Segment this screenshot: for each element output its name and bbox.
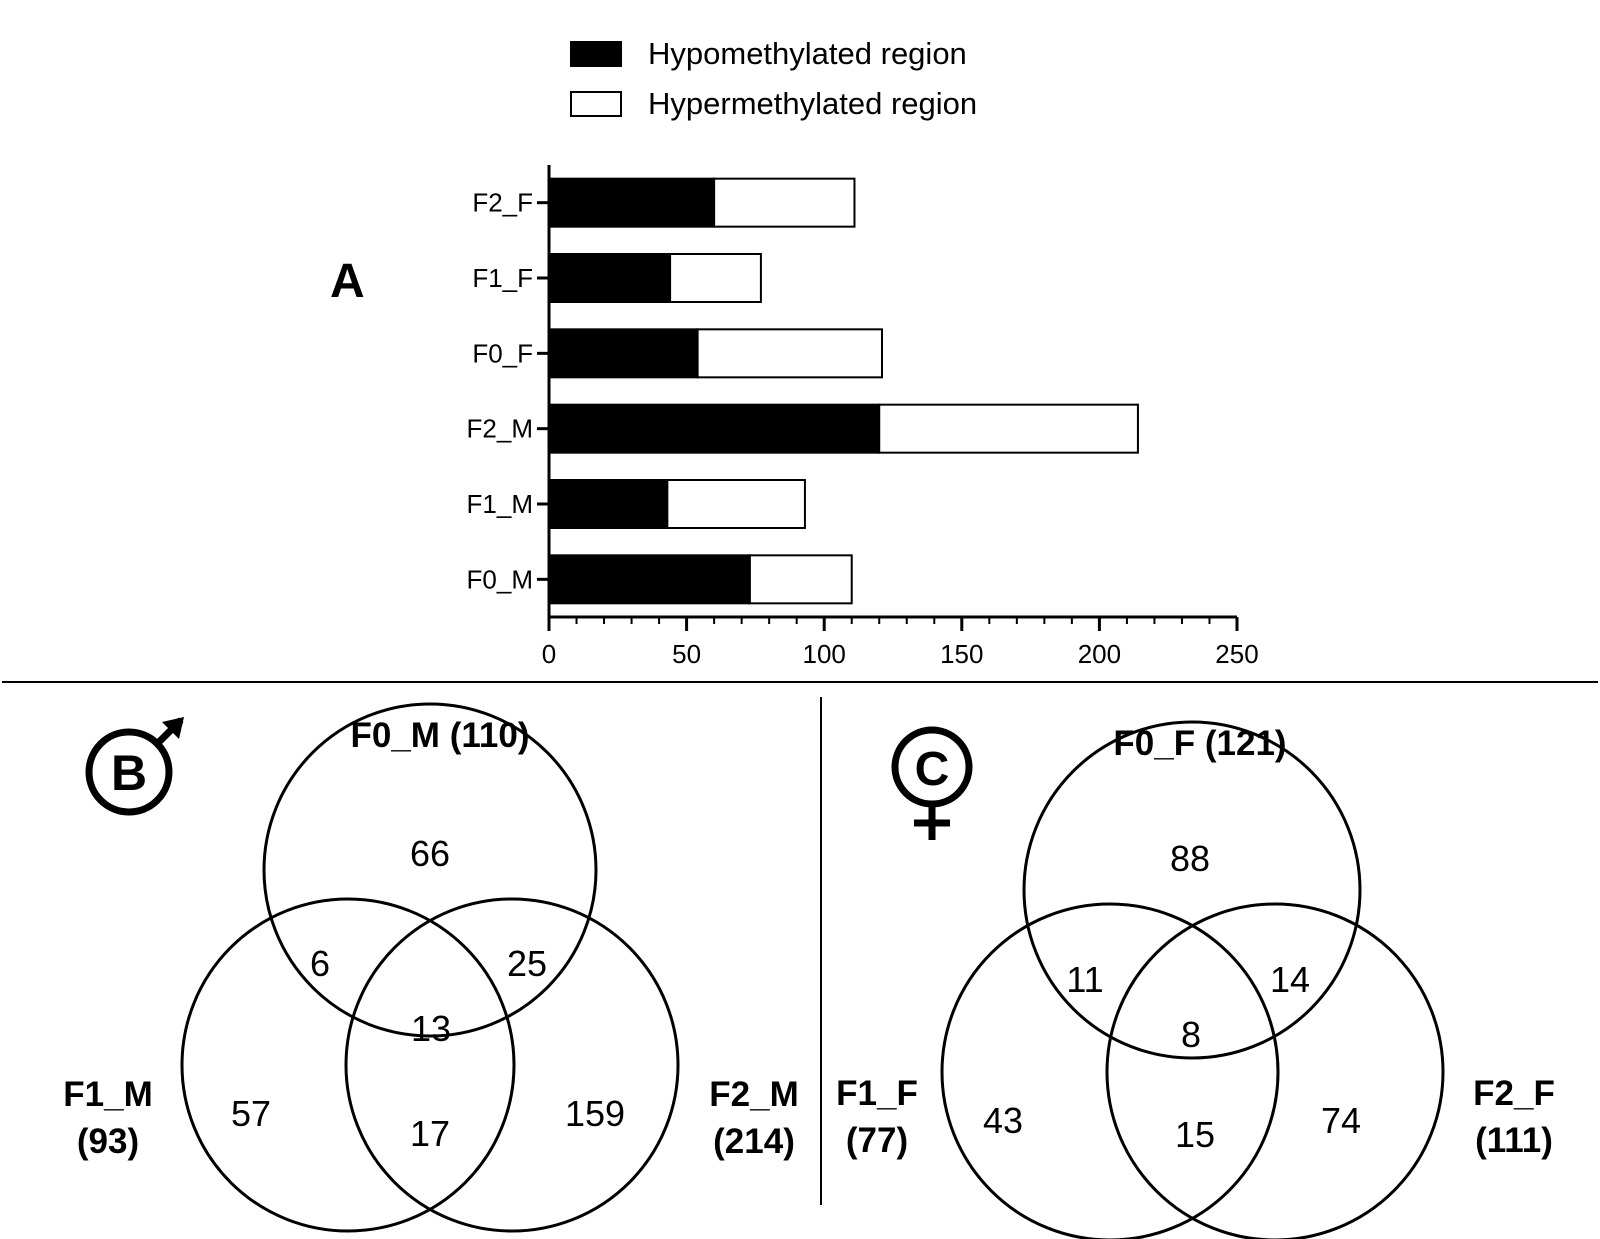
venn-b-left-total: (93) xyxy=(77,1122,139,1161)
venn-c-left-right: 15 xyxy=(1175,1114,1215,1155)
y-tick-label: F0_F xyxy=(472,338,533,368)
venn-circle-f2-f xyxy=(1105,902,1445,1239)
bar-F0_F-series-1 xyxy=(696,328,883,379)
bar-F1_M-series-1 xyxy=(666,479,806,529)
legend-label-0: Hypomethylated region xyxy=(648,36,967,71)
female-symbol-icon xyxy=(891,726,973,840)
x-tick-label: 100 xyxy=(803,639,846,669)
panel-b-label: B xyxy=(111,745,147,801)
venn-circle-f0-m xyxy=(262,702,598,1038)
venn-b-left-name: F1_M xyxy=(63,1075,152,1114)
bar-F1_F-series-0 xyxy=(548,253,672,303)
bar-F0_M-series-0 xyxy=(548,554,751,605)
venn-c-right-only: 74 xyxy=(1321,1100,1361,1141)
venn-b-center: 13 xyxy=(411,1008,451,1049)
x-tick-label: 150 xyxy=(940,639,983,669)
venn-c-right-total: (111) xyxy=(1475,1121,1553,1160)
y-tick-label: F2_F xyxy=(472,188,533,218)
y-tick-label: F0_M xyxy=(467,564,533,594)
y-tick-label: F1_F xyxy=(472,263,533,293)
panel-c: C F0_F (121) F1_F (77) F2_F (111) 88 11 … xyxy=(836,720,1555,1239)
bar-chart: 0 50 100 150 200 250 F0_M F1_M F2_M F0_F F1_F F2_F xyxy=(467,165,1259,669)
bar-F1_M-series-0 xyxy=(548,479,669,529)
venn-b-left-right: 17 xyxy=(410,1113,450,1154)
legend-swatch-0 xyxy=(570,41,622,67)
x-tick-label: 250 xyxy=(1215,639,1258,669)
bar-F2_M-series-1 xyxy=(878,403,1139,454)
bar-F2_M-series-0 xyxy=(548,403,881,454)
venn-b-left-only: 57 xyxy=(231,1093,271,1134)
venn-c-center: 8 xyxy=(1181,1014,1201,1055)
bar-F2_F-series-1 xyxy=(713,177,856,228)
venn-c-left-only: 43 xyxy=(983,1100,1023,1141)
y-tick-label: F1_M xyxy=(467,489,533,519)
bar-F0_F-series-0 xyxy=(548,328,699,379)
venn-c-right-name: F2_F xyxy=(1473,1074,1555,1113)
venn-c-top-title: F0_F (121) xyxy=(1113,724,1286,763)
x-tick-label: 50 xyxy=(672,639,701,669)
venn-b-right-name: F2_M xyxy=(709,1075,798,1114)
y-tick-label: F2_M xyxy=(467,414,533,444)
panel-a-label: A xyxy=(330,255,365,308)
bar-F2_F-series-0 xyxy=(548,177,716,228)
venn-b-right-only: 159 xyxy=(565,1093,625,1134)
venn-circle-f0-f xyxy=(1022,720,1362,1060)
venn-c-top-only: 88 xyxy=(1170,838,1210,879)
x-tick-label: 200 xyxy=(1078,639,1121,669)
venn-b-top-title: F0_M (110) xyxy=(351,716,530,755)
venn-circle-f2-m xyxy=(344,897,680,1233)
male-symbol-icon xyxy=(85,717,184,816)
venn-b-top-only: 66 xyxy=(410,833,450,874)
venn-circle-f1-f xyxy=(940,902,1280,1239)
venn-b-top-right: 25 xyxy=(507,943,547,984)
bar-F0_M-series-1 xyxy=(748,554,853,605)
venn-b-right-total: (214) xyxy=(713,1122,795,1161)
venn-c-left-name: F1_F xyxy=(836,1074,918,1113)
x-tick-label: 0 xyxy=(542,639,556,669)
bar-F1_F-series-1 xyxy=(669,253,762,303)
venn-circle-f1-m xyxy=(180,897,516,1233)
legend-swatch-1 xyxy=(570,91,622,117)
venn-c-top-right: 14 xyxy=(1270,959,1310,1000)
panel-b: B F0_M (110) F1_M (93) F2_M (214) 66 6 2… xyxy=(63,702,799,1233)
venn-b-top-left: 6 xyxy=(310,943,330,984)
venn-c-top-left: 11 xyxy=(1066,959,1103,1000)
legend-label-1: Hypermethylated region xyxy=(648,86,977,121)
venn-c-left-total: (77) xyxy=(846,1121,908,1160)
panel-c-label: C xyxy=(915,743,950,796)
